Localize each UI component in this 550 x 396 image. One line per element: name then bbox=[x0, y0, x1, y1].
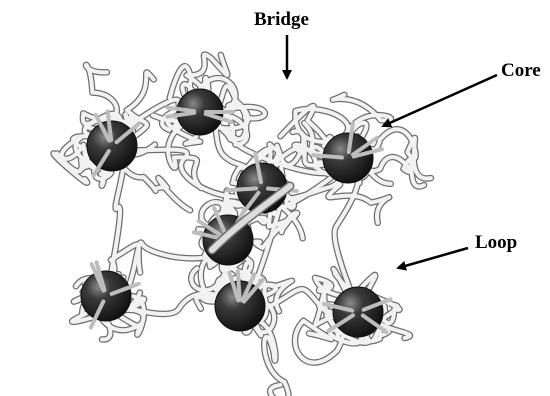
core-label: Core bbox=[501, 61, 541, 80]
micelle-core bbox=[81, 271, 131, 321]
bridge-label: Bridge bbox=[254, 10, 309, 29]
core-arrow bbox=[383, 75, 497, 126]
core-stub bbox=[313, 155, 342, 157]
micelle-core bbox=[333, 287, 383, 337]
core-stub bbox=[227, 188, 256, 190]
micelle-core bbox=[87, 121, 137, 171]
loop-arrow bbox=[398, 248, 468, 268]
loop-label: Loop bbox=[475, 233, 517, 252]
